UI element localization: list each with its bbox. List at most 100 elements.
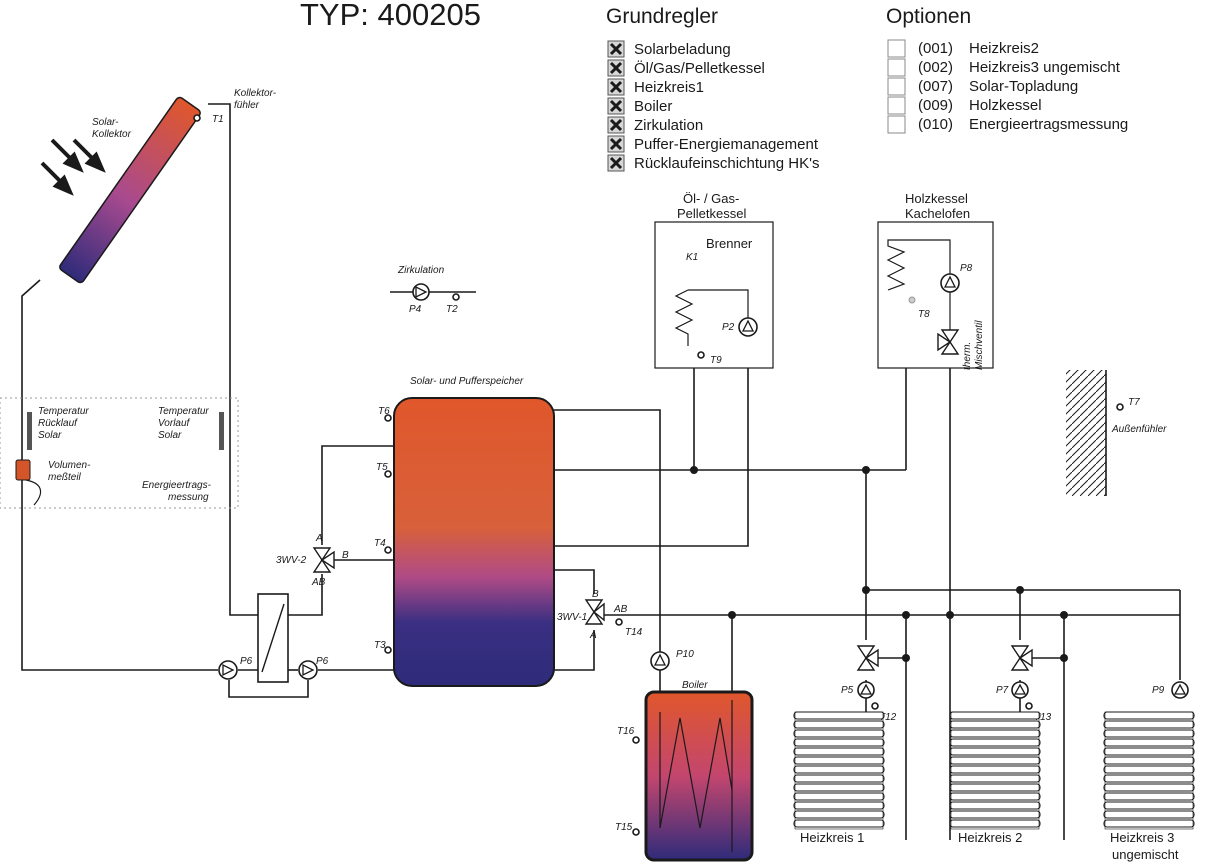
storage-tank — [393, 397, 555, 687]
t14-label: T14 — [625, 627, 643, 638]
k1-label: K1 — [686, 252, 698, 263]
hk1-mixing-valve — [856, 645, 879, 671]
oelgas-label-1: Öl- / Gas- — [683, 191, 739, 206]
t16-label: T16 — [617, 726, 635, 737]
sensor-t13 — [1025, 702, 1033, 710]
t1-label: T1 — [212, 114, 224, 125]
optionen-panel: Optionen (001)Heizkreis2(002)Heizkreis3 … — [886, 5, 1128, 134]
checkbox[interactable] — [887, 39, 906, 58]
p8-label: P8 — [960, 263, 973, 274]
sensor-t14 — [615, 618, 623, 626]
optionen-item-label: Holzkessel — [969, 97, 1042, 114]
wv1-port-b: B — [592, 589, 599, 600]
t5-label: T5 — [376, 462, 388, 473]
temp-vorlauf-3: Solar — [158, 430, 182, 441]
sensor-t6 — [384, 414, 392, 422]
checkmark-x-icon — [609, 42, 623, 56]
holzkessel: Holzkessel Kachelofen P8 T8 therm. Misch… — [877, 191, 994, 370]
grundregler-item-label: Solarbeladung — [634, 41, 731, 58]
optionen-list: (001)Heizkreis2(002)Heizkreis3 ungemisch… — [887, 39, 1128, 134]
sun-arrows-icon — [40, 138, 106, 196]
temp-vorlauf-2: Vorlauf — [158, 418, 191, 429]
wv2-label: 3WV-2 — [276, 555, 307, 566]
hk1-label: Heizkreis 1 — [800, 830, 864, 845]
ruecklauf-probe-icon — [27, 412, 32, 450]
volumen-1: Volumen- — [48, 460, 91, 471]
t4-label: T4 — [374, 538, 386, 549]
grundregler-item: Heizkreis1 — [607, 78, 704, 96]
hk3-label-1: Heizkreis 3 — [1110, 830, 1174, 845]
boiler-label: Boiler — [682, 680, 708, 691]
p2-label: P2 — [722, 322, 735, 333]
checkmark-x-icon — [609, 118, 623, 132]
hk3-label-2: ungemischt — [1112, 847, 1179, 862]
optionen-item-code: (007) — [918, 78, 953, 95]
sensor-t3 — [384, 646, 392, 654]
t3-label: T3 — [374, 640, 386, 651]
sensor-t5 — [384, 470, 392, 478]
optionen-item-code: (010) — [918, 116, 953, 133]
tank-sensors: T6 T5 T4 T3 — [374, 406, 392, 654]
grundregler-item: Zirkulation — [607, 116, 703, 134]
grundregler-panel: Grundregler SolarbeladungÖl/Gas/Pelletke… — [606, 5, 819, 172]
checkbox[interactable] — [887, 58, 906, 77]
t9-label: T9 — [710, 355, 722, 366]
t7-label: T7 — [1128, 397, 1140, 408]
sensor-t16 — [632, 736, 640, 744]
grundregler-item-label: Heizkreis1 — [634, 79, 704, 96]
p7-label: P7 — [996, 685, 1009, 696]
optionen-item: (007)Solar-Topladung — [887, 77, 1078, 96]
p6-left-label: P6 — [240, 656, 253, 667]
checkbox[interactable] — [887, 77, 906, 96]
oelgas-kessel: Öl- / Gas- Pelletkessel Brenner K1 P2 T9 — [654, 191, 774, 369]
t12-label: T12 — [879, 712, 897, 723]
checkmark-x-icon — [609, 61, 623, 75]
sensor-t7 — [1116, 403, 1124, 411]
optionen-item-code: (002) — [918, 59, 953, 76]
holzkessel-label-2: Kachelofen — [905, 206, 970, 221]
sensor-t2 — [452, 293, 460, 301]
heat-exchanger — [257, 593, 289, 683]
pump-p9 — [1171, 681, 1189, 699]
grundregler-item-label: Boiler — [634, 98, 672, 115]
grundregler-heading: Grundregler — [606, 5, 718, 28]
sensor-t15 — [632, 828, 640, 836]
radiator-hk2 — [949, 711, 1041, 830]
optionen-item: (010)Energieertragsmessung — [887, 115, 1128, 134]
grundregler-item: Puffer-Energiemanagement — [607, 135, 819, 153]
vorlauf-probe-icon — [219, 412, 224, 450]
optionen-item: (009)Holzkessel — [887, 96, 1042, 115]
grundregler-item: Rücklaufeinschichtung HK's — [607, 154, 819, 172]
optionen-item-label: Heizkreis2 — [969, 40, 1039, 57]
checkmark-x-icon — [609, 99, 623, 113]
grundregler-list: SolarbeladungÖl/Gas/PelletkesselHeizkrei… — [607, 40, 819, 172]
t6-label: T6 — [378, 406, 390, 417]
mischventil-label-2: Mischventil — [974, 320, 985, 370]
volumen-2: meßteil — [48, 472, 82, 483]
checkbox[interactable] — [887, 115, 906, 134]
collector-label-1: Solar- — [92, 117, 119, 128]
solar-collector: Solar- Kollektor T1 Kollektor- fühler — [40, 88, 277, 284]
grundregler-item-label: Rücklaufeinschichtung HK's — [634, 155, 819, 172]
grundregler-item-label: Puffer-Energiemanagement — [634, 136, 819, 153]
checkbox[interactable] — [887, 96, 906, 115]
oelgas-label-2: Pelletkessel — [677, 206, 746, 221]
checkmark-x-icon — [609, 156, 623, 170]
wv2-port-b: B — [342, 550, 349, 561]
t8-label: T8 — [918, 309, 930, 320]
sensor-t8 — [908, 296, 916, 304]
collector-fuehler-label-2: fühler — [234, 100, 260, 111]
p10-label: P10 — [676, 649, 694, 660]
optionen-item: (002) Heizkreis3 ungemischt — [887, 58, 1121, 77]
collector-fuehler-label-1: Kollektor- — [234, 88, 277, 99]
temp-ruecklauf-1: Temperatur — [38, 406, 89, 417]
optionen-item-label: Heizkreis3 ungemischt — [969, 59, 1121, 76]
p9-label: P9 — [1152, 685, 1165, 696]
radiators — [793, 711, 1195, 830]
thermal-mixing-valve — [937, 329, 960, 355]
optionen-heading: Optionen — [886, 5, 971, 28]
three-way-valve-1 — [584, 599, 605, 625]
pump-p6-left — [218, 660, 238, 680]
pump-p5 — [857, 681, 875, 699]
temp-vorlauf-1: Temperatur — [158, 406, 209, 417]
